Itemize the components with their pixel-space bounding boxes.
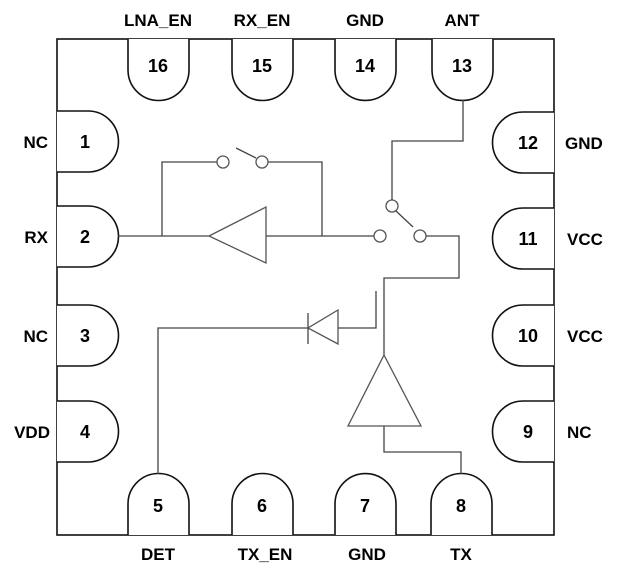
pin-label: NC xyxy=(23,327,48,346)
switch-lever xyxy=(395,210,414,228)
switch-contact xyxy=(216,155,230,169)
pin-2: 2 RX xyxy=(24,205,120,268)
pin-number: 2 xyxy=(80,227,90,247)
pin-label: GND xyxy=(346,11,384,30)
pin-label: RX xyxy=(24,228,48,247)
pin-label: DET xyxy=(141,545,176,564)
lna-amplifier-icon xyxy=(207,205,267,265)
pin-number: 9 xyxy=(523,422,533,442)
pin-12: 12 GND xyxy=(491,111,603,174)
chip-package-outline xyxy=(56,38,555,536)
pa-input-wire xyxy=(383,426,462,474)
switch-contact-common xyxy=(385,199,399,213)
pin-15: 15 RX_EN xyxy=(231,11,294,102)
switch-contact xyxy=(255,155,269,169)
tr-switch xyxy=(373,199,427,243)
pin-number: 14 xyxy=(355,56,375,76)
pin-13: 13 ANT xyxy=(431,11,494,102)
pin-6: 6 TX_EN xyxy=(231,472,294,564)
pin-14: 14 GND xyxy=(334,11,397,102)
pin-number: 1 xyxy=(80,132,90,152)
pin-number: 5 xyxy=(153,496,163,516)
pin-11: 11 VCC xyxy=(491,207,603,270)
pin-number: 4 xyxy=(80,422,90,442)
pin-number: 7 xyxy=(360,496,370,516)
pin-label: NC xyxy=(567,423,592,442)
pin-number: 16 xyxy=(148,56,168,76)
pin-number: 11 xyxy=(518,229,537,249)
pin-label: NC xyxy=(23,133,48,152)
pin-number: 8 xyxy=(456,496,466,516)
pin-label: GND xyxy=(348,545,386,564)
pin-label: VCC xyxy=(567,327,603,346)
tx-wire xyxy=(383,235,460,355)
bypass-switch xyxy=(216,147,269,169)
pin-4: 4 VDD xyxy=(14,400,120,463)
pin-3: 3 NC xyxy=(23,304,120,367)
pin-label: VCC xyxy=(567,230,603,249)
pin-number: 12 xyxy=(518,133,538,153)
pin-label: TX xyxy=(450,545,472,564)
pin-9: 9 NC xyxy=(491,400,592,463)
detector-diode-icon xyxy=(157,291,377,474)
pin-10: 10 VCC xyxy=(491,304,603,367)
pin-1: 1 NC xyxy=(23,110,120,173)
pin-label: RX_EN xyxy=(234,11,291,30)
pin-number: 13 xyxy=(452,56,472,76)
pin-number: 6 xyxy=(257,496,267,516)
pin-label: TX_EN xyxy=(238,545,293,564)
pin-8: 8 TX xyxy=(430,472,493,564)
pin-label: LNA_EN xyxy=(124,11,192,30)
switch-contact-tx xyxy=(413,229,427,243)
rx-path-wires xyxy=(118,161,374,237)
pin-number: 3 xyxy=(80,326,90,346)
ant-wire xyxy=(391,100,464,200)
pin-7: 7 GND xyxy=(334,472,397,564)
pin-5: 5 DET xyxy=(127,472,190,564)
pin-label: ANT xyxy=(445,11,481,30)
switch-lever xyxy=(235,147,257,159)
pin-16: 16 LNA_EN xyxy=(124,11,192,102)
pin-label: VDD xyxy=(14,423,50,442)
pin-number: 15 xyxy=(252,56,272,76)
pin-number: 10 xyxy=(518,326,538,346)
pin-label: GND xyxy=(565,134,603,153)
switch-contact-rx xyxy=(373,229,387,243)
